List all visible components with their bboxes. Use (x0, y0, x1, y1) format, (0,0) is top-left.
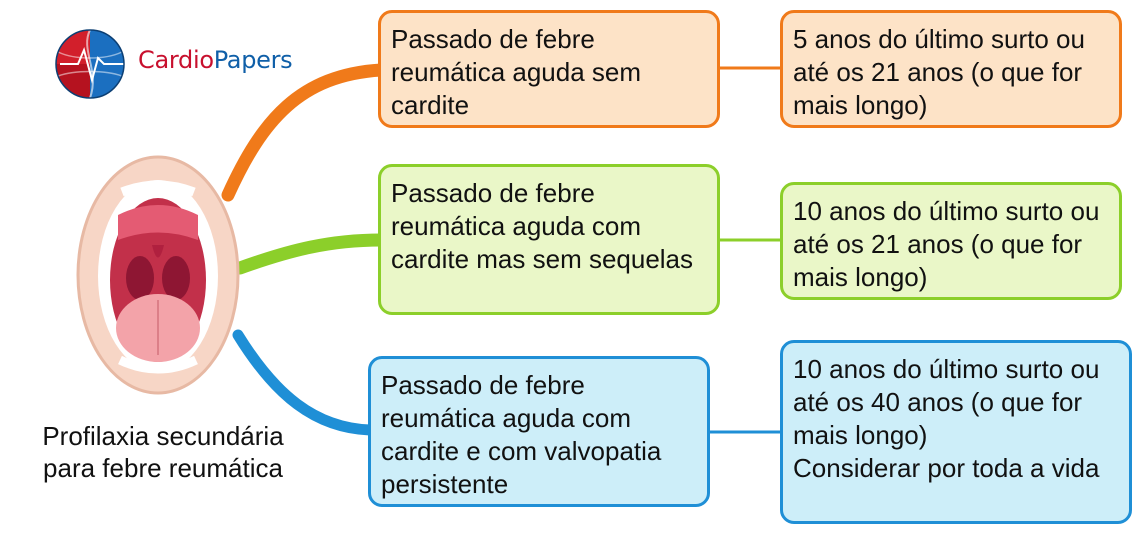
branch-connector-3 (232, 329, 376, 436)
duration-text-3: 10 anos do último surto ou até os 40 ano… (793, 354, 1100, 450)
brand-part-1: Cardio (138, 46, 214, 74)
duration-extra-3: Considerar por toda a vida (793, 453, 1100, 483)
duration-text-1: 5 anos do último surto ou até os 21 anos… (793, 24, 1085, 120)
condition-text-3: Passado de febre reumática aguda com car… (381, 370, 662, 499)
open-mouth-illustration (76, 155, 240, 395)
condition-text-1: Passado de febre reumática aguda sem car… (391, 24, 642, 120)
branch-connector-2 (233, 233, 388, 275)
duration-box-2: 10 anos do último surto ou até os 21 ano… (780, 182, 1122, 300)
brand-part-2: Papers (213, 46, 293, 74)
condition-box-3: Passado de febre reumática aguda com car… (368, 356, 710, 507)
duration-box-1: 5 anos do último surto ou até os 21 anos… (780, 10, 1122, 128)
condition-text-2: Passado de febre reumática aguda com car… (391, 178, 694, 274)
condition-box-2: Passado de febre reumática aguda com car… (378, 164, 720, 315)
brand-logo-text: CardioPapers (138, 46, 293, 74)
central-topic-label: Profilaxia secundária para febre reumáti… (42, 421, 284, 483)
condition-box-1: Passado de febre reumática aguda sem car… (378, 10, 720, 128)
branch-connector-1 (221, 63, 388, 202)
duration-box-3: 10 anos do último surto ou até os 40 ano… (780, 340, 1132, 524)
duration-text-2: 10 anos do último surto ou até os 21 ano… (793, 196, 1100, 292)
cardiopapers-logo-icon (55, 29, 126, 99)
